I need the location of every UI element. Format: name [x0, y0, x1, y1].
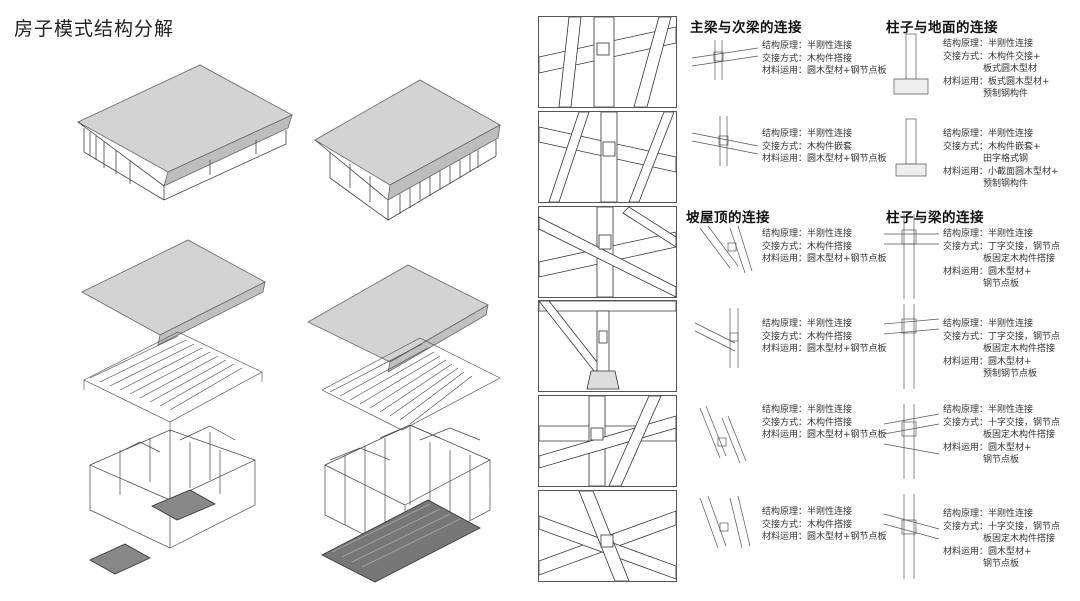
- spec-line: 交接方式：十字交接，钢节点: [943, 417, 1061, 428]
- spec-line: 材料运用：小截面圆木型材+: [943, 166, 1059, 177]
- detail-panel-6: [538, 490, 677, 582]
- house-b-assembled: [314, 79, 501, 221]
- spec-line: 交接方式：木构件嵌套: [762, 141, 853, 152]
- joint-spec-left-6: 结构原理：半刚性连接 交接方式：木构件搭接 材料运用：圆木型材+钢节点板: [762, 506, 887, 544]
- spec-line: 板固定木构件搭接: [983, 534, 1056, 544]
- house-a-frame: [89, 425, 256, 549]
- joint-spec-right-4: 结构原理：半刚性连接 交接方式：丁字交接，钢节点 板固定木构件搭接 材料运用：圆…: [943, 318, 1060, 381]
- spec-line: 材料运用：圆木型材+钢节点板: [762, 254, 887, 264]
- spec-line: 预制钢节点板: [983, 369, 1038, 379]
- detail-panel-5: [538, 395, 677, 487]
- spec-line: 材料运用：圆木型材+钢节点板: [762, 154, 887, 164]
- house-a-assembled: [77, 64, 293, 201]
- spec-line: 交接方式：丁字交接，钢节点: [943, 241, 1061, 252]
- spec-line: 材料运用：圆木型材+钢节点板: [762, 344, 887, 354]
- spec-line: 材料运用：圆木型材+: [943, 356, 1032, 367]
- house-exploded-diagrams: [77, 64, 501, 583]
- detail-drawing-1: [539, 17, 676, 107]
- spec-line: 结构原理：半刚性连接: [762, 129, 853, 139]
- spec-line: 钢节点板: [983, 455, 1020, 465]
- section-title-column-ground: 柱子与地面的连接: [886, 20, 998, 36]
- spec-line: 结构原理：半刚性连接: [943, 129, 1034, 139]
- spec-line: 交接方式：木构件搭接: [762, 53, 853, 64]
- joint-spec-left-3: 结构原理：半刚性连接 交接方式：木构件搭接 材料运用：圆木型材+钢节点板: [762, 228, 887, 266]
- spec-line: 结构原理：半刚性连接: [943, 509, 1034, 519]
- spec-line: 结构原理：半刚性连接: [943, 405, 1034, 415]
- page-title: 房子模式结构分解: [14, 18, 175, 40]
- detail-drawing-5: [539, 396, 676, 486]
- section-title-beam: 主梁与次梁的连接: [690, 20, 802, 36]
- spec-line: 结构原理：半刚性连接: [762, 405, 853, 415]
- spec-line: 材料运用：圆木型材+: [943, 266, 1032, 277]
- spec-line: 交接方式：木构件搭接: [762, 519, 853, 530]
- detail-drawing-4: [539, 301, 676, 390]
- joint-spec-left-5: 结构原理：半刚性连接 交接方式：木构件搭接 材料运用：圆木型材+钢节点板: [762, 404, 887, 442]
- spec-line: 交接方式：木构件搭接: [762, 241, 853, 252]
- detail-drawing-3: [539, 207, 676, 297]
- detail-panel-3: [538, 206, 677, 298]
- joint-spec-right-6: 结构原理：半刚性连接 交接方式：十字交接，钢节点 板固定木构件搭接 材料运用：圆…: [943, 508, 1060, 571]
- joint-spec-left-1: 结构原理：半刚性连接 交接方式：木构件搭接 材料运用：圆木型材+钢节点板: [762, 40, 887, 78]
- spec-line: 预制钢构件: [983, 89, 1029, 99]
- joint-spec-left-2: 结构原理：半刚性连接 交接方式：木构件嵌套 材料运用：圆木型材+钢节点板: [762, 128, 887, 166]
- spec-line: 材料运用：板式圆木型材+: [943, 76, 1050, 87]
- spec-line: 结构原理：半刚性连接: [762, 507, 853, 517]
- house-b-rafters: [321, 337, 501, 431]
- detail-panel-2: [538, 111, 677, 203]
- spec-line: 材料运用：圆木型材+: [943, 546, 1032, 557]
- joint-spec-right-3: 结构原理：半刚性连接 交接方式：丁字交接，钢节点 板固定木构件搭接 材料运用：圆…: [943, 228, 1060, 291]
- spec-line: 田字格式钢: [983, 154, 1029, 164]
- house-a-rafters: [83, 331, 263, 432]
- joint-spec-right-1: 结构原理：半刚性连接 交接方式：木构件交接+ 板式圆木型材 材料运用：板式圆木型…: [943, 38, 1050, 101]
- detail-drawing-2: [539, 112, 676, 202]
- detail-drawing-6: [539, 491, 676, 581]
- spec-line: 材料运用：圆木型材+钢节点板: [762, 430, 887, 440]
- spec-line: 板固定木构件搭接: [983, 344, 1056, 354]
- spec-line: 预制钢构件: [983, 179, 1029, 189]
- spec-line: 材料运用：圆木型材+钢节点板: [762, 66, 887, 76]
- spec-line: 材料运用：圆木型材+: [943, 442, 1032, 453]
- spec-line: 钢节点板: [983, 559, 1020, 569]
- spec-line: 结构原理：半刚性连接: [762, 319, 853, 329]
- spec-line: 交接方式：木构件嵌套+: [943, 141, 1041, 152]
- spec-line: 交接方式：丁字交接，钢节点: [943, 331, 1061, 342]
- section-title-roof: 坡屋顶的连接: [686, 210, 770, 226]
- joint-spec-left-4: 结构原理：半刚性连接 交接方式：木构件搭接 材料运用：圆木型材+钢节点板: [762, 318, 887, 356]
- spec-line: 钢节点板: [983, 279, 1020, 289]
- spec-line: 板固定木构件搭接: [983, 430, 1056, 440]
- joint-sketches-right: [883, 33, 940, 579]
- spec-line: 交接方式：木构件搭接: [762, 417, 853, 428]
- spec-line: 板固定木构件搭接: [983, 254, 1056, 264]
- detail-panel-1: [538, 16, 677, 108]
- spec-line: 交接方式：十字交接，钢节点: [943, 521, 1061, 532]
- detail-panel-4: [538, 300, 677, 392]
- spec-line: 结构原理：半刚性连接: [762, 229, 853, 239]
- spec-line: 结构原理：半刚性连接: [762, 41, 853, 51]
- section-title-column-beam: 柱子与梁的连接: [886, 210, 984, 226]
- joint-spec-right-5: 结构原理：半刚性连接 交接方式：十字交接，钢节点 板固定木构件搭接 材料运用：圆…: [943, 404, 1060, 467]
- spec-line: 结构原理：半刚性连接: [943, 229, 1034, 239]
- spec-line: 结构原理：半刚性连接: [943, 39, 1034, 49]
- spec-line: 结构原理：半刚性连接: [943, 319, 1034, 329]
- joint-sketches-left: [691, 40, 759, 549]
- joint-spec-right-2: 结构原理：半刚性连接 交接方式：木构件嵌套+ 田字格式钢 材料运用：小截面圆木型…: [943, 128, 1059, 191]
- spec-line: 板式圆木型材: [983, 64, 1038, 74]
- spec-line: 材料运用：圆木型材+钢节点板: [762, 532, 887, 542]
- spec-line: 交接方式：木构件交接+: [943, 51, 1041, 62]
- spec-line: 交接方式：木构件搭接: [762, 331, 853, 342]
